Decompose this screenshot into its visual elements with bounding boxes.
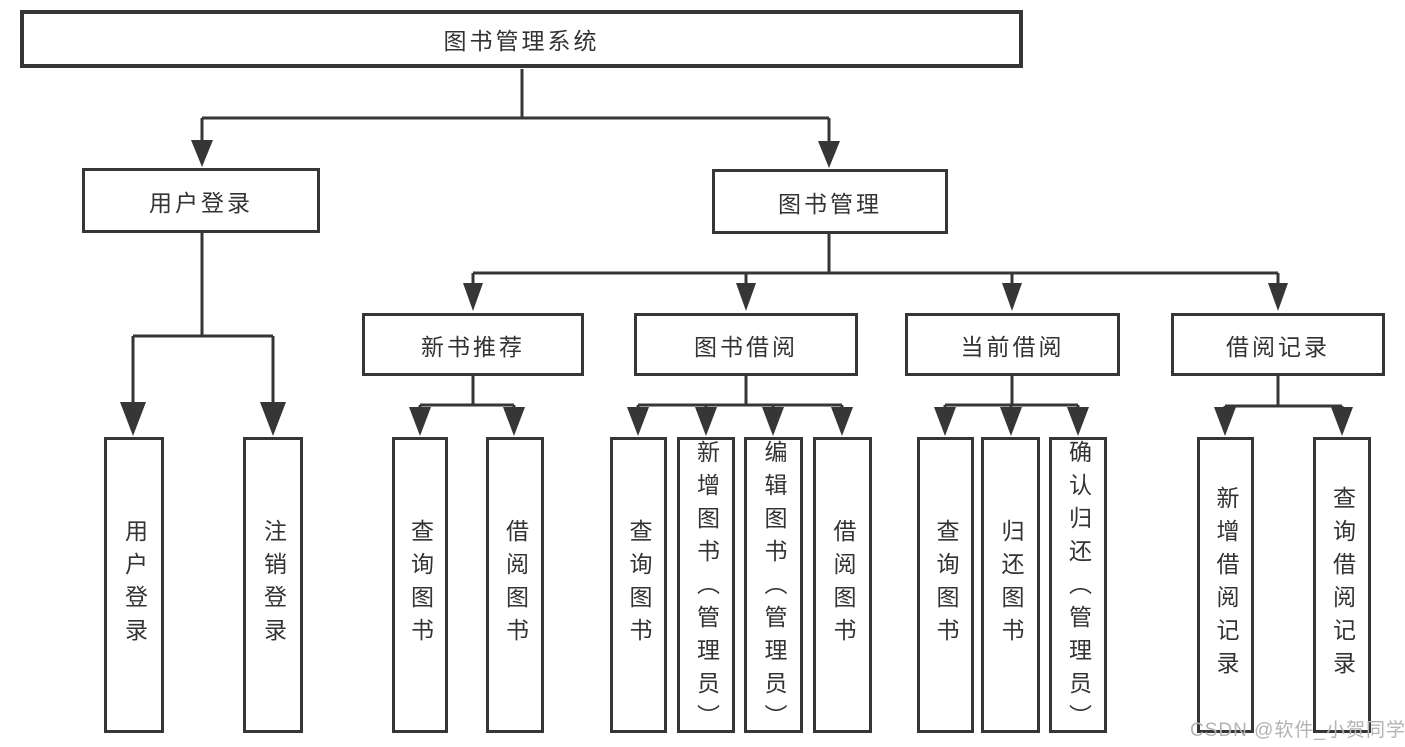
node-return-books: 归还图书 <box>981 437 1040 733</box>
node-label: 新增借阅记录 <box>1213 486 1239 684</box>
node-label: 图书管理系统 <box>443 28 600 54</box>
node-query-books-borrow: 查询图书 <box>610 437 667 733</box>
node-label: 确认归还（管理员） <box>1065 440 1092 737</box>
node-query-books-recommend: 查询图书 <box>392 437 448 733</box>
node-add-books-admin: 新增图书（管理员） <box>677 437 735 737</box>
node-user-login: 用户登录 <box>82 168 320 233</box>
node-book-borrow: 图书借阅 <box>634 313 858 376</box>
node-user-login-leaf: 用户登录 <box>104 437 164 733</box>
node-label: 图书借阅 <box>694 333 798 360</box>
node-label: 当前借阅 <box>960 333 1065 360</box>
arrow-to-book-borrow <box>736 283 756 311</box>
node-current-borrow: 当前借阅 <box>905 313 1120 376</box>
node-label: 图书管理 <box>778 190 882 217</box>
node-label: 注销登录 <box>260 519 287 651</box>
node-add-borrow-record: 新增借阅记录 <box>1197 437 1254 733</box>
arrow-to-book-management <box>818 141 840 168</box>
arrow-leaf <box>695 407 717 436</box>
arrow-leaf <box>831 407 853 436</box>
node-label: 借阅图书 <box>502 519 529 651</box>
arrow-to-current-borrow <box>1002 283 1022 311</box>
node-query-books-current: 查询图书 <box>917 437 974 733</box>
arrow-leaf <box>627 407 649 436</box>
node-borrow-books-recommend: 借阅图书 <box>486 437 544 733</box>
node-label: 用户登录 <box>121 519 148 651</box>
arrow-to-user-login-leaf <box>120 402 146 436</box>
arrow-to-user-login <box>191 140 213 167</box>
node-library-management-system: 图书管理系统 <box>20 10 1023 68</box>
node-borrow-books-leaf: 借阅图书 <box>813 437 872 733</box>
node-confirm-return-admin: 确认归还（管理员） <box>1049 437 1107 737</box>
node-logout-leaf: 注销登录 <box>243 437 303 733</box>
node-label: 查询图书 <box>933 519 959 651</box>
node-book-management: 图书管理 <box>712 169 948 234</box>
node-label: 用户登录 <box>149 189 253 216</box>
node-label: 查询借阅记录 <box>1329 486 1356 684</box>
node-query-borrow-record: 查询借阅记录 <box>1313 437 1371 733</box>
node-new-book-recommend: 新书推荐 <box>362 313 584 376</box>
arrow-leaf <box>1331 407 1353 436</box>
node-label: 借阅记录 <box>1226 333 1330 360</box>
node-borrow-records: 借阅记录 <box>1171 313 1385 376</box>
arrow-leaf <box>1000 407 1022 436</box>
arrow-leaf <box>762 407 784 436</box>
node-label: 新书推荐 <box>421 333 525 360</box>
node-edit-books-admin: 编辑图书（管理员） <box>744 437 803 737</box>
arrow-leaf <box>409 407 431 436</box>
arrow-leaf <box>1214 407 1236 436</box>
node-label: 查询图书 <box>407 519 434 651</box>
node-label: 归还图书 <box>998 519 1024 651</box>
arrow-to-new-book-recommend <box>463 283 483 311</box>
node-label: 编辑图书（管理员） <box>761 440 787 737</box>
node-label: 查询图书 <box>626 519 652 651</box>
node-label: 借阅图书 <box>830 519 856 651</box>
arrow-to-logout-leaf <box>260 402 286 436</box>
arrow-to-borrow-records <box>1268 283 1288 311</box>
arrow-leaf <box>503 407 525 436</box>
arrow-leaf <box>1067 407 1089 436</box>
node-label: 新增图书（管理员） <box>693 440 720 737</box>
arrow-leaf <box>934 407 956 436</box>
watermark-text: CSDN @软件_小贺同学 <box>1190 720 1405 741</box>
